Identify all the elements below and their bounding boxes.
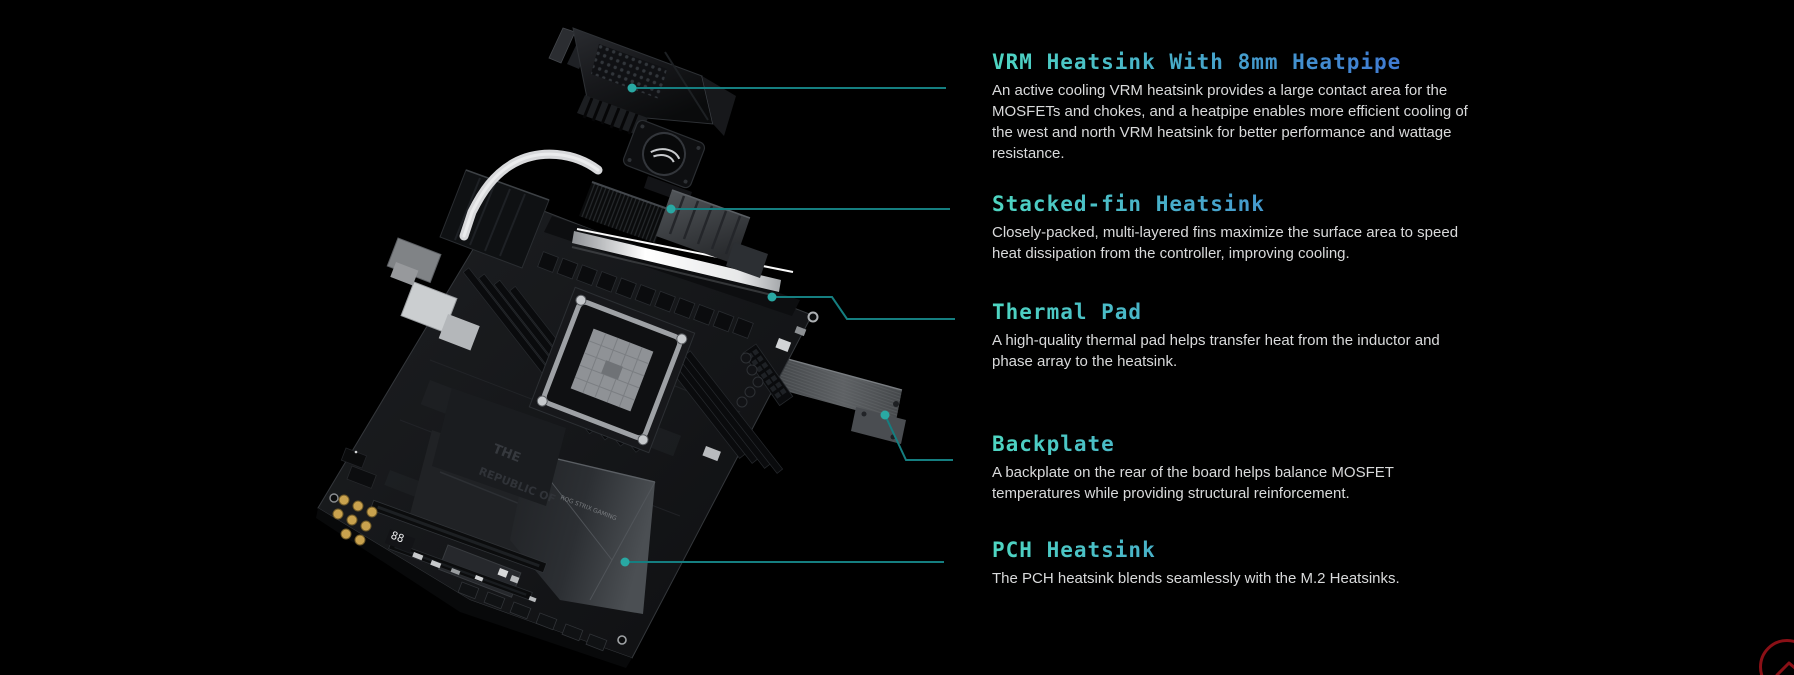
pcie-slots <box>369 499 548 601</box>
choke-row <box>537 251 754 339</box>
heatpipe <box>459 149 603 241</box>
feature-section-stacked-fin: Stacked-fin Heatsink Closely-packed, mul… <box>992 193 1470 264</box>
cpu-socket <box>528 286 696 454</box>
feature-section-backplate: Backplate A backplate on the rear of the… <box>992 433 1470 504</box>
bottom-edge-headers <box>412 552 608 652</box>
capacitor-column <box>736 352 764 408</box>
feature-heading: VRM Heatsink With 8mm Heatpipe <box>992 51 1470 73</box>
io-cover <box>439 169 550 269</box>
vrm-fan <box>622 119 706 189</box>
feature-description: An active cooling VRM heatsink provides … <box>992 82 1468 162</box>
chevron-up-icon <box>1775 661 1794 675</box>
feature-heading: PCH Heatsink <box>992 539 1470 561</box>
feature-description: Closely-packed, multi-layered fins maxim… <box>992 224 1459 262</box>
io-ports <box>386 237 480 351</box>
feature-heading: Thermal Pad <box>992 301 1470 323</box>
feature-heading: Backplate <box>992 433 1470 455</box>
feature-section-pch-heatsink: PCH Heatsink The PCH heatsink blends sea… <box>992 539 1470 589</box>
feature-section-vrm-heatsink: VRM Heatsink With 8mm Heatpipe An active… <box>992 51 1470 164</box>
gold-capacitors <box>332 494 378 546</box>
stacked-fin-heatsink <box>579 181 669 243</box>
feature-description: A high-quality thermal pad helps transfe… <box>992 332 1440 370</box>
debug-display: 88 <box>384 529 416 553</box>
scroll-to-top-button[interactable] <box>1759 639 1794 675</box>
feature-description: The PCH heatsink blends seamlessly with … <box>992 570 1400 587</box>
board-label <box>775 338 792 352</box>
svg-text:88: 88 <box>389 529 406 546</box>
vrm-area <box>537 216 800 339</box>
board-label <box>794 325 807 337</box>
audio-chips <box>340 447 377 489</box>
feature-heading: Stacked-fin Heatsink <box>992 193 1470 215</box>
edge-header <box>702 445 721 462</box>
vrm-heatsink-assembly <box>548 27 768 278</box>
feature-description: A backplate on the rear of the board hel… <box>992 464 1394 502</box>
feature-section-thermal-pad: Thermal Pad A high-quality thermal pad h… <box>992 301 1470 372</box>
rog-logo <box>650 148 681 163</box>
heatsink-top-shield <box>548 27 736 136</box>
